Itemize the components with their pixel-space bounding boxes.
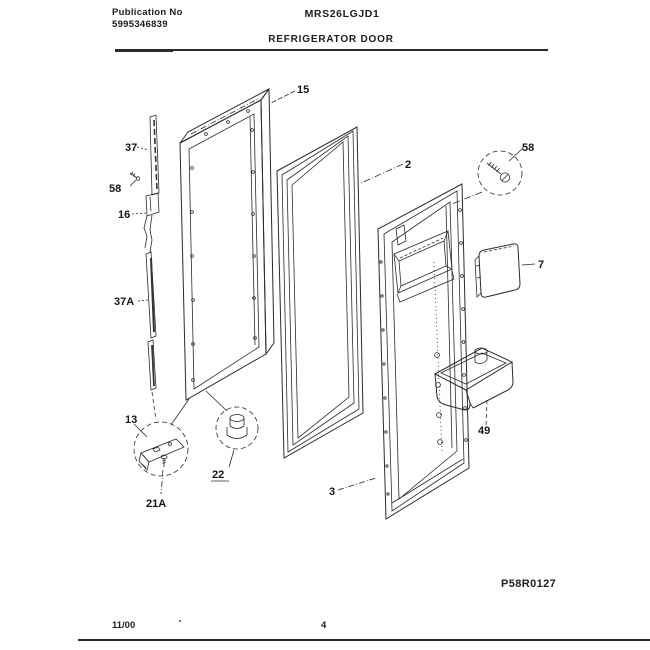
part-37a-trim-strip bbox=[146, 252, 156, 420]
liner-screw-holes bbox=[380, 209, 468, 496]
callout-2-label: 2 bbox=[405, 159, 411, 171]
part-22-roller-detail-circle bbox=[216, 407, 258, 449]
callout-58-right-label: 58 bbox=[522, 142, 534, 154]
part-37-trim-strip bbox=[150, 115, 159, 195]
callout-3-label: 3 bbox=[329, 486, 335, 498]
screw-21a-drawing bbox=[161, 455, 167, 467]
panel-15-screw-holes bbox=[191, 110, 257, 382]
callout-16-label: 16 bbox=[118, 209, 130, 221]
part-3-door-liner bbox=[378, 184, 469, 519]
part-58-screw-detail-circle bbox=[452, 151, 522, 204]
model-number: MRS26LGJD1 bbox=[304, 8, 380, 20]
page-title: REFRIGERATOR DOOR bbox=[268, 34, 394, 45]
header-rule bbox=[115, 49, 548, 51]
bin-cylinder-holder bbox=[475, 348, 487, 364]
scan-artifact-dot bbox=[179, 620, 181, 622]
callout-labels: 15 37 58 16 37A 2 58 7 49 3 13 22 21A bbox=[109, 84, 544, 510]
footer-page-number: 4 bbox=[321, 620, 327, 631]
roller-22-drawing bbox=[227, 415, 247, 439]
header-rule-heavy-segment bbox=[115, 50, 173, 52]
callout-13-label: 13 bbox=[125, 414, 137, 426]
callout-37-label: 37 bbox=[125, 142, 137, 154]
footer-rule bbox=[78, 639, 650, 641]
callout-7-label: 7 bbox=[538, 259, 544, 271]
callout-58-left-label: 58 bbox=[109, 183, 121, 195]
callout-leaders bbox=[130, 91, 535, 490]
callout-49-label: 49 bbox=[478, 425, 490, 437]
footer-date-code: 11/00 bbox=[112, 620, 136, 631]
callout-22-label: 22 bbox=[212, 469, 224, 481]
liner-pocket-recess bbox=[394, 231, 454, 302]
screw-58-drawing bbox=[487, 162, 510, 182]
part-15-door-outer-panel bbox=[171, 89, 274, 425]
part-58-screw-left bbox=[130, 172, 140, 180]
publication-number: 5995346839 bbox=[112, 19, 168, 30]
part-49-door-bin bbox=[435, 348, 513, 410]
part-16-retainer-clip bbox=[144, 193, 159, 252]
part-13-bracket-detail-circle bbox=[134, 422, 188, 494]
callout-21a-label: 21A bbox=[146, 498, 166, 510]
bracket-13-drawing bbox=[139, 439, 184, 470]
callout-15-label: 15 bbox=[297, 84, 309, 96]
callout-37a-label: 37A bbox=[114, 296, 134, 308]
drawing-number: P58R0127 bbox=[501, 578, 557, 590]
part-2-door-gasket bbox=[277, 127, 363, 458]
part-7-cover-panel bbox=[475, 244, 520, 297]
publication-label: Publication No bbox=[112, 7, 183, 18]
liner-mounting-hole-line bbox=[434, 262, 442, 452]
liner-top-clip bbox=[396, 225, 406, 245]
